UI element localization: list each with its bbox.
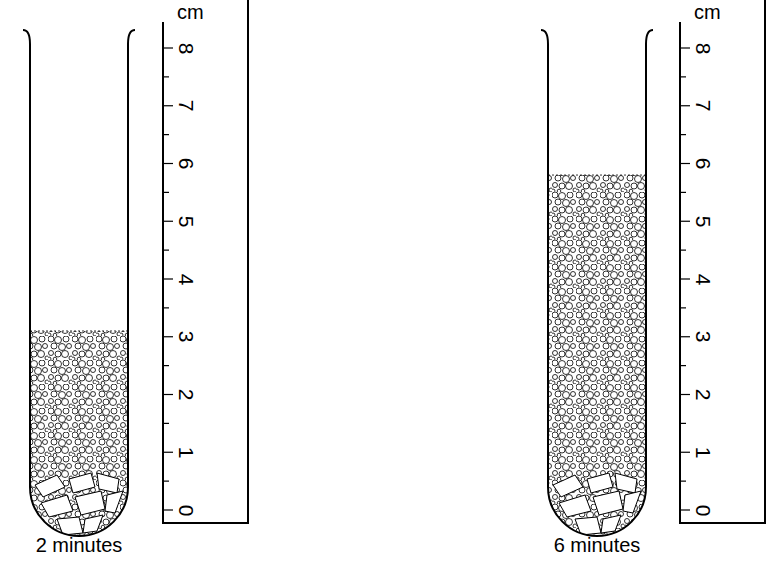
marble-chip xyxy=(559,495,591,517)
scale-number: 3 xyxy=(694,331,715,343)
scale-number: 3 xyxy=(177,331,198,343)
marble-chip xyxy=(623,491,641,513)
scale-number: 6 xyxy=(694,158,715,170)
ruler xyxy=(680,0,765,523)
unit-label: cm xyxy=(177,2,204,22)
scale-number: 2 xyxy=(694,389,715,401)
scale-number: 6 xyxy=(177,158,198,170)
scale-number: 4 xyxy=(694,273,715,285)
scale-number: 7 xyxy=(694,100,715,112)
tube-outline xyxy=(541,30,653,536)
test-tube xyxy=(23,30,135,560)
marble-chip xyxy=(75,491,105,515)
scale-number: 1 xyxy=(177,446,198,458)
scale-number: 5 xyxy=(694,215,715,227)
scale-number: 4 xyxy=(177,273,198,285)
marble-chip xyxy=(83,515,103,533)
scale-number: 7 xyxy=(177,100,198,112)
foam xyxy=(30,331,128,560)
scale-number: 2 xyxy=(177,389,198,401)
tube-outline xyxy=(23,30,135,536)
scale-number: 0 xyxy=(177,504,198,516)
marble-chip xyxy=(553,475,583,497)
test-tube xyxy=(541,30,653,560)
time-caption: 2 minutes xyxy=(36,535,123,555)
scale-number: 8 xyxy=(694,42,715,54)
time-caption: 6 minutes xyxy=(554,535,641,555)
marble-chip xyxy=(35,475,65,497)
scale-number: 5 xyxy=(177,215,198,227)
marble-chip xyxy=(593,491,623,515)
marble-chip xyxy=(69,473,95,493)
marble-chip xyxy=(601,515,621,533)
marble-chip xyxy=(615,473,637,493)
marble-chip xyxy=(587,473,613,493)
marble-chip xyxy=(41,495,73,517)
unit-label: cm xyxy=(694,2,721,22)
foam xyxy=(548,175,646,560)
scale-number: 8 xyxy=(177,42,198,54)
ruler xyxy=(163,0,248,523)
scale-number: 1 xyxy=(694,446,715,458)
marble-chip xyxy=(105,491,123,513)
marble-chip xyxy=(97,473,119,493)
scale-number: 0 xyxy=(694,504,715,516)
